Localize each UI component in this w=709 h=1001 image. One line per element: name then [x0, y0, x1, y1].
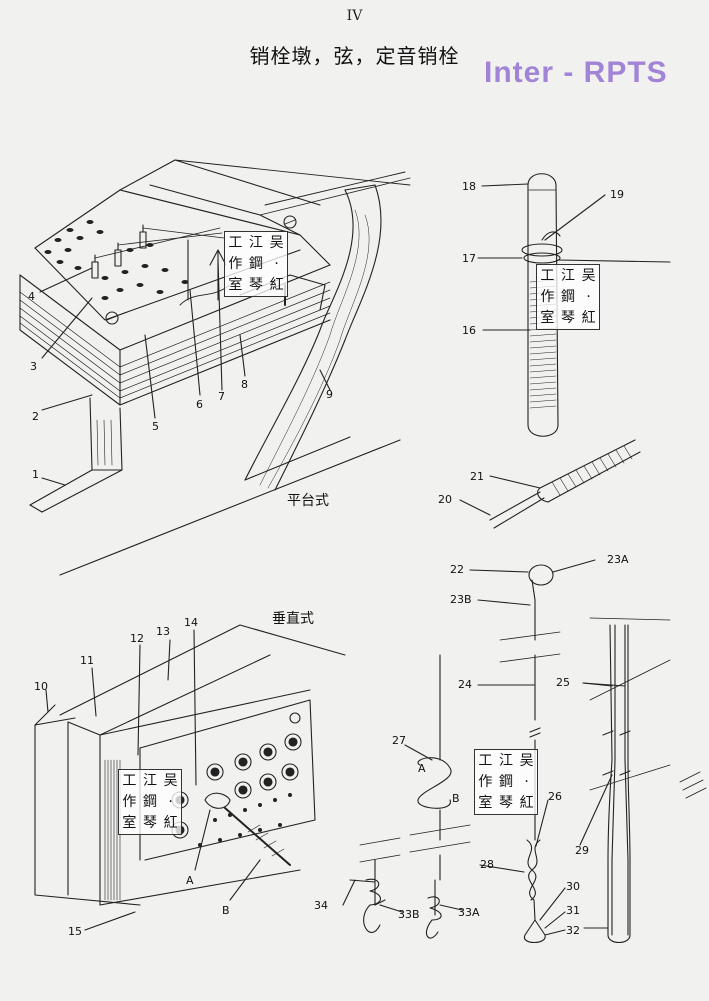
stamp-char: 鋼	[142, 793, 157, 810]
callout-9: 9	[326, 388, 333, 401]
caption-vertical: 垂直式	[272, 611, 314, 627]
stamp-char: 工	[228, 234, 243, 251]
callout-8: 8	[241, 378, 248, 391]
stamp-char: ·	[168, 793, 173, 810]
stamp-char: 工	[122, 772, 137, 789]
page-title: 销栓墩，弦，定音销栓	[249, 44, 460, 68]
stamp-char: ·	[274, 255, 279, 272]
stamp-2: 工 江 吴 作 鋼 · 室 琴 紅	[536, 264, 600, 330]
label-b-vertical: B	[222, 904, 230, 917]
callout-21: 21	[470, 470, 484, 483]
callout-18: 18	[462, 180, 476, 193]
callout-13: 13	[156, 625, 170, 638]
stamp-char: ·	[524, 773, 529, 790]
label-a-knot: A	[418, 762, 426, 775]
callout-29: 29	[575, 844, 589, 857]
stamp-char: 紅	[519, 795, 534, 812]
label-a-vertical: A	[186, 874, 194, 887]
callout-16: 16	[462, 324, 476, 337]
page-number: IV	[346, 8, 363, 24]
stamp-char: 琴	[498, 795, 513, 812]
callout-1: 1	[32, 468, 39, 481]
callout-33a: 33A	[458, 906, 480, 919]
callout-19: 19	[610, 188, 624, 201]
stamp-char: 吴	[269, 234, 284, 251]
stamp-char: 江	[498, 752, 513, 769]
callout-34: 34	[314, 899, 328, 912]
callout-5: 5	[152, 420, 159, 433]
callout-30: 30	[566, 880, 580, 893]
callout-14: 14	[184, 616, 198, 629]
stamp-char: 作	[122, 793, 137, 810]
caption-platform: 平台式	[287, 493, 329, 509]
callout-20: 20	[438, 493, 452, 506]
stamp-4: 工 江 吴 作 鋼 · 室 琴 紅	[474, 749, 538, 815]
callout-7: 7	[218, 390, 225, 403]
callout-2: 2	[32, 410, 39, 423]
stamp-char: ·	[586, 288, 591, 305]
callout-23b: 23B	[450, 593, 472, 606]
stamp-1: 工 江 吴 作 鋼 · 室 琴 紅	[224, 231, 288, 297]
stamp-char: 江	[560, 267, 575, 284]
callout-17: 17	[462, 252, 476, 265]
stamp-char: 鋼	[498, 773, 513, 790]
stamp-char: 室	[122, 815, 137, 832]
bass-string-drawing	[459, 439, 641, 529]
callout-labels: 4 3 2 1 5 6 7 8 9 18 19 17 16 21 20 22 2…	[28, 180, 629, 938]
stamp-char: 琴	[142, 815, 157, 832]
stamp-char: 吴	[581, 267, 596, 284]
platform-pinblock-drawing	[19, 159, 411, 576]
tuning-pin-drawing	[477, 173, 671, 437]
callout-12: 12	[130, 632, 144, 645]
stamp-char: 室	[540, 310, 555, 327]
callout-22: 22	[450, 563, 464, 576]
callout-25: 25	[556, 676, 570, 689]
callout-10: 10	[34, 680, 48, 693]
stamp-char: 室	[478, 795, 493, 812]
callout-24: 24	[458, 678, 472, 691]
callout-11: 11	[80, 654, 94, 667]
stamp-char: 吴	[519, 752, 534, 769]
callout-23a: 23A	[607, 553, 629, 566]
label-b-knot: B	[452, 792, 460, 805]
stamp-char: 工	[540, 267, 555, 284]
stamp-char: 吴	[163, 772, 178, 789]
stamp-char: 紅	[269, 277, 284, 294]
callout-33b: 33B	[398, 908, 420, 921]
callout-6: 6	[196, 398, 203, 411]
stamp-char: 琴	[560, 310, 575, 327]
callout-28: 28	[480, 858, 494, 871]
stamp-char: 工	[478, 752, 493, 769]
stamp-3: 工 江 吴 作 鋼 · 室 琴 紅	[118, 769, 182, 835]
callout-32: 32	[566, 924, 580, 937]
string-details-drawing	[342, 559, 707, 944]
stamp-char: 江	[248, 234, 263, 251]
stamp-char: 紅	[163, 815, 178, 832]
callout-27: 27	[392, 734, 406, 747]
callout-26: 26	[548, 790, 562, 803]
watermark: Inter - RPTS	[484, 56, 668, 89]
stamp-char: 鋼	[248, 255, 263, 272]
stamp-char: 作	[478, 773, 493, 790]
stamp-char: 鋼	[560, 288, 575, 305]
stamp-char: 作	[228, 255, 243, 272]
stamp-char: 琴	[248, 277, 263, 294]
stamp-char: 江	[142, 772, 157, 789]
stamp-char: 紅	[581, 310, 596, 327]
callout-15: 15	[68, 925, 82, 938]
callout-31: 31	[566, 904, 580, 917]
stamp-char: 室	[228, 277, 243, 294]
callout-3: 3	[30, 360, 37, 373]
callout-4: 4	[28, 290, 35, 303]
stamp-char: 作	[540, 288, 555, 305]
